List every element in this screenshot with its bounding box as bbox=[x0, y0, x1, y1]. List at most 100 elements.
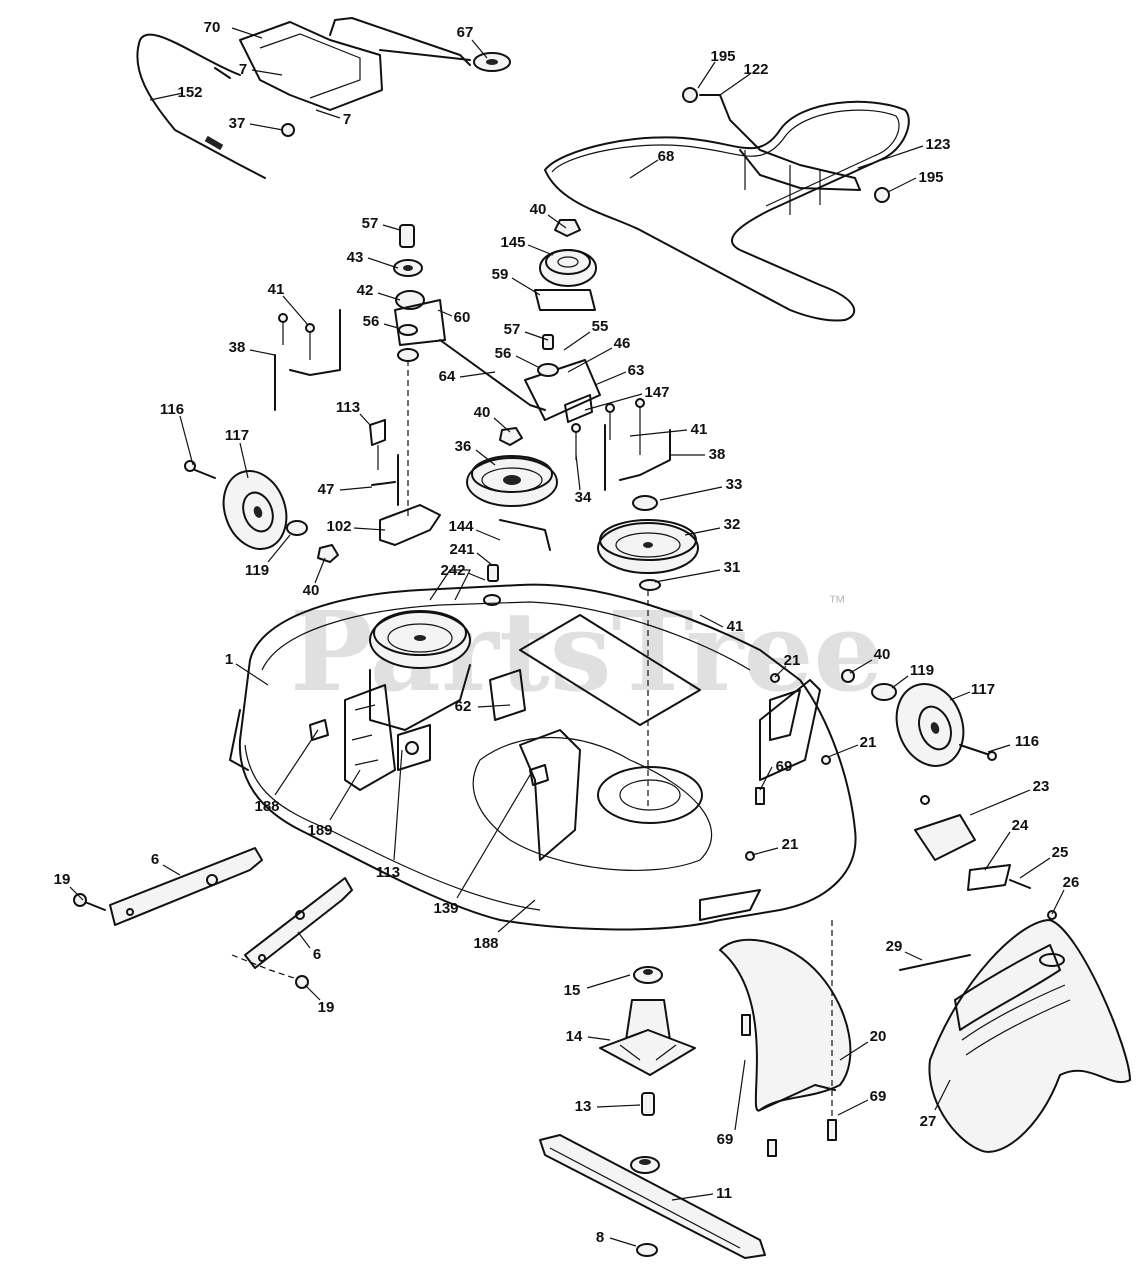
leader-line-34 bbox=[575, 454, 581, 491]
deck-pulley-left bbox=[309, 610, 526, 791]
part-label-56: 56 bbox=[363, 313, 380, 330]
part-label-188: 188 bbox=[254, 798, 279, 815]
part-label-188: 188 bbox=[473, 935, 498, 952]
part-label-113: 113 bbox=[376, 864, 400, 881]
leader-line-64 bbox=[459, 371, 496, 378]
part-label-34: 34 bbox=[575, 489, 592, 506]
leader-line-27 bbox=[934, 1079, 951, 1111]
part-label-21: 21 bbox=[784, 652, 801, 669]
deck-hardware bbox=[529, 673, 831, 861]
part-label-37: 37 bbox=[229, 115, 246, 132]
leader-line-24 bbox=[984, 831, 1011, 871]
spindle-assembly bbox=[599, 966, 696, 1116]
part-label-119: 119 bbox=[910, 662, 934, 679]
mower-deck-1 bbox=[229, 569, 857, 931]
leader-line-6 bbox=[297, 931, 311, 949]
leader-line-119 bbox=[891, 675, 909, 689]
leader-line-145 bbox=[527, 244, 554, 256]
part-label-70: 70 bbox=[204, 19, 221, 36]
part-label-41: 41 bbox=[727, 618, 744, 635]
part-label-21: 21 bbox=[782, 836, 799, 853]
part-label-40: 40 bbox=[530, 201, 547, 218]
part-label-11: 11 bbox=[716, 1185, 732, 1202]
leader-line-41 bbox=[629, 429, 688, 437]
part-label-41: 41 bbox=[691, 421, 708, 438]
gauge-wheel-right bbox=[841, 669, 997, 767]
part-label-6: 6 bbox=[151, 851, 159, 868]
part-label-29: 29 bbox=[886, 938, 903, 955]
part-label-69: 69 bbox=[776, 758, 793, 775]
part-label-145: 145 bbox=[500, 234, 525, 251]
leader-line-113 bbox=[359, 413, 371, 426]
part-label-7: 7 bbox=[239, 61, 247, 78]
leader-line-14 bbox=[587, 1036, 611, 1041]
part-label-144: 144 bbox=[448, 518, 474, 535]
leader-line-117 bbox=[949, 691, 971, 701]
leader-line-67 bbox=[471, 39, 488, 59]
leader-line-33 bbox=[659, 486, 723, 501]
part-label-40: 40 bbox=[474, 404, 491, 421]
leader-line-116 bbox=[987, 744, 1011, 753]
leader-line-8 bbox=[609, 1237, 637, 1247]
bracket-38-right bbox=[604, 398, 671, 491]
part-label-241: 241 bbox=[449, 541, 474, 558]
part-label-46: 46 bbox=[614, 335, 631, 352]
deck-hanger-front bbox=[73, 847, 263, 926]
part-label-119: 119 bbox=[245, 562, 269, 579]
watermark-trademark: ™ bbox=[828, 592, 846, 612]
idler-arm-stack bbox=[393, 224, 446, 520]
part-label-43: 43 bbox=[347, 249, 364, 266]
leader-line-19 bbox=[69, 886, 84, 901]
leader-line-68 bbox=[629, 159, 659, 179]
leader-line-29 bbox=[904, 951, 923, 961]
part-label-57: 57 bbox=[504, 321, 521, 338]
part-label-67: 67 bbox=[457, 24, 474, 41]
leader-line-38 bbox=[249, 349, 276, 356]
part-label-27: 27 bbox=[920, 1113, 937, 1130]
cable-152 bbox=[136, 33, 266, 179]
part-label-59: 59 bbox=[492, 266, 509, 283]
part-label-42: 42 bbox=[357, 282, 374, 299]
bracket-38-left bbox=[274, 309, 341, 411]
leader-line-241 bbox=[476, 552, 493, 566]
leader-line-41 bbox=[699, 614, 724, 628]
leader-line-123 bbox=[857, 145, 924, 169]
part-label-57: 57 bbox=[362, 215, 379, 232]
part-label-1: 1 bbox=[225, 651, 233, 668]
part-label-33: 33 bbox=[726, 476, 743, 493]
part-label-122: 122 bbox=[743, 61, 768, 78]
leader-line-57 bbox=[382, 224, 401, 231]
part-label-147: 147 bbox=[644, 384, 669, 401]
leader-line-6 bbox=[162, 864, 181, 876]
leader-line-70 bbox=[231, 27, 263, 39]
leader-line-56 bbox=[383, 323, 399, 329]
part-label-41: 41 bbox=[268, 281, 285, 298]
leader-line-26 bbox=[1051, 889, 1065, 915]
leader-line-20 bbox=[839, 1041, 869, 1061]
gauge-wheel-left bbox=[184, 460, 339, 563]
part-label-38: 38 bbox=[229, 339, 246, 356]
leader-line-7 bbox=[315, 109, 341, 119]
part-label-195: 195 bbox=[918, 169, 943, 186]
leader-line-242 bbox=[467, 572, 486, 581]
leader-line-69 bbox=[734, 1059, 746, 1131]
leader-line-37 bbox=[249, 123, 284, 131]
part-label-139: 139 bbox=[433, 900, 458, 917]
part-label-116: 116 bbox=[1015, 733, 1039, 750]
leader-line-47 bbox=[339, 486, 373, 491]
leader-line-56 bbox=[515, 355, 541, 369]
leader-line-189 bbox=[329, 769, 361, 821]
part-label-116: 116 bbox=[160, 401, 184, 418]
leader-line-21 bbox=[774, 665, 787, 678]
part-label-195: 195 bbox=[710, 48, 735, 65]
part-label-117: 117 bbox=[225, 427, 249, 444]
part-label-14: 14 bbox=[566, 1028, 583, 1045]
leader-line-40 bbox=[849, 659, 873, 674]
misc-hardware bbox=[369, 419, 581, 606]
part-label-55: 55 bbox=[592, 318, 609, 335]
leader-line-21 bbox=[827, 744, 859, 758]
leader-line-147 bbox=[584, 393, 643, 411]
part-label-113: 113 bbox=[336, 399, 360, 416]
